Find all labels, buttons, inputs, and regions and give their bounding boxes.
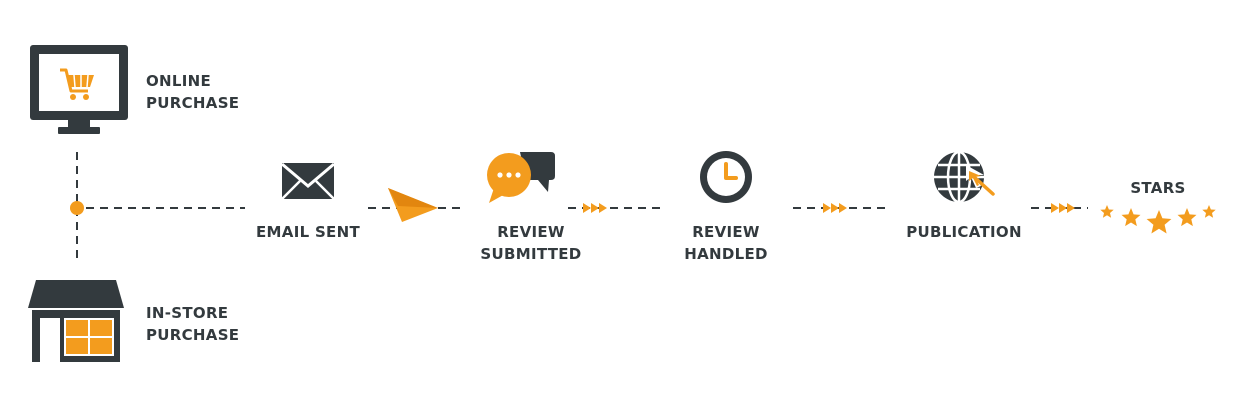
clock-icon [700, 151, 752, 203]
envelope-icon [281, 162, 335, 200]
junction-dot [70, 201, 84, 215]
stars-label: STARS [1130, 179, 1186, 197]
star-icon [1202, 205, 1216, 218]
triple-arrow-icon [1051, 203, 1075, 213]
online-purchase-label: ONLINE PURCHASE [146, 72, 240, 112]
in-store-purchase-label: IN-STORE PURCHASE [146, 304, 240, 344]
computer-monitor-shopping-cart-icon [30, 45, 128, 134]
email-sent-label: EMAIL SENT [256, 223, 360, 241]
star-icon [1100, 205, 1114, 218]
stars-icon [1100, 205, 1216, 234]
store-front-icon [28, 280, 124, 362]
chat-bubbles-icon [487, 152, 555, 203]
review-submitted-label: REVIEW SUBMITTED [480, 223, 582, 263]
triple-arrow-icon [823, 203, 847, 213]
triple-arrow-icon [583, 203, 607, 213]
globe-cursor-icon [934, 150, 995, 204]
publication-label: PUBLICATION [906, 223, 1022, 241]
star-icon [1177, 208, 1197, 227]
star-icon [1146, 210, 1172, 234]
paper-plane-icon [388, 188, 438, 222]
review-handled-label: REVIEW HANDLED [684, 223, 768, 263]
star-icon [1121, 208, 1141, 227]
